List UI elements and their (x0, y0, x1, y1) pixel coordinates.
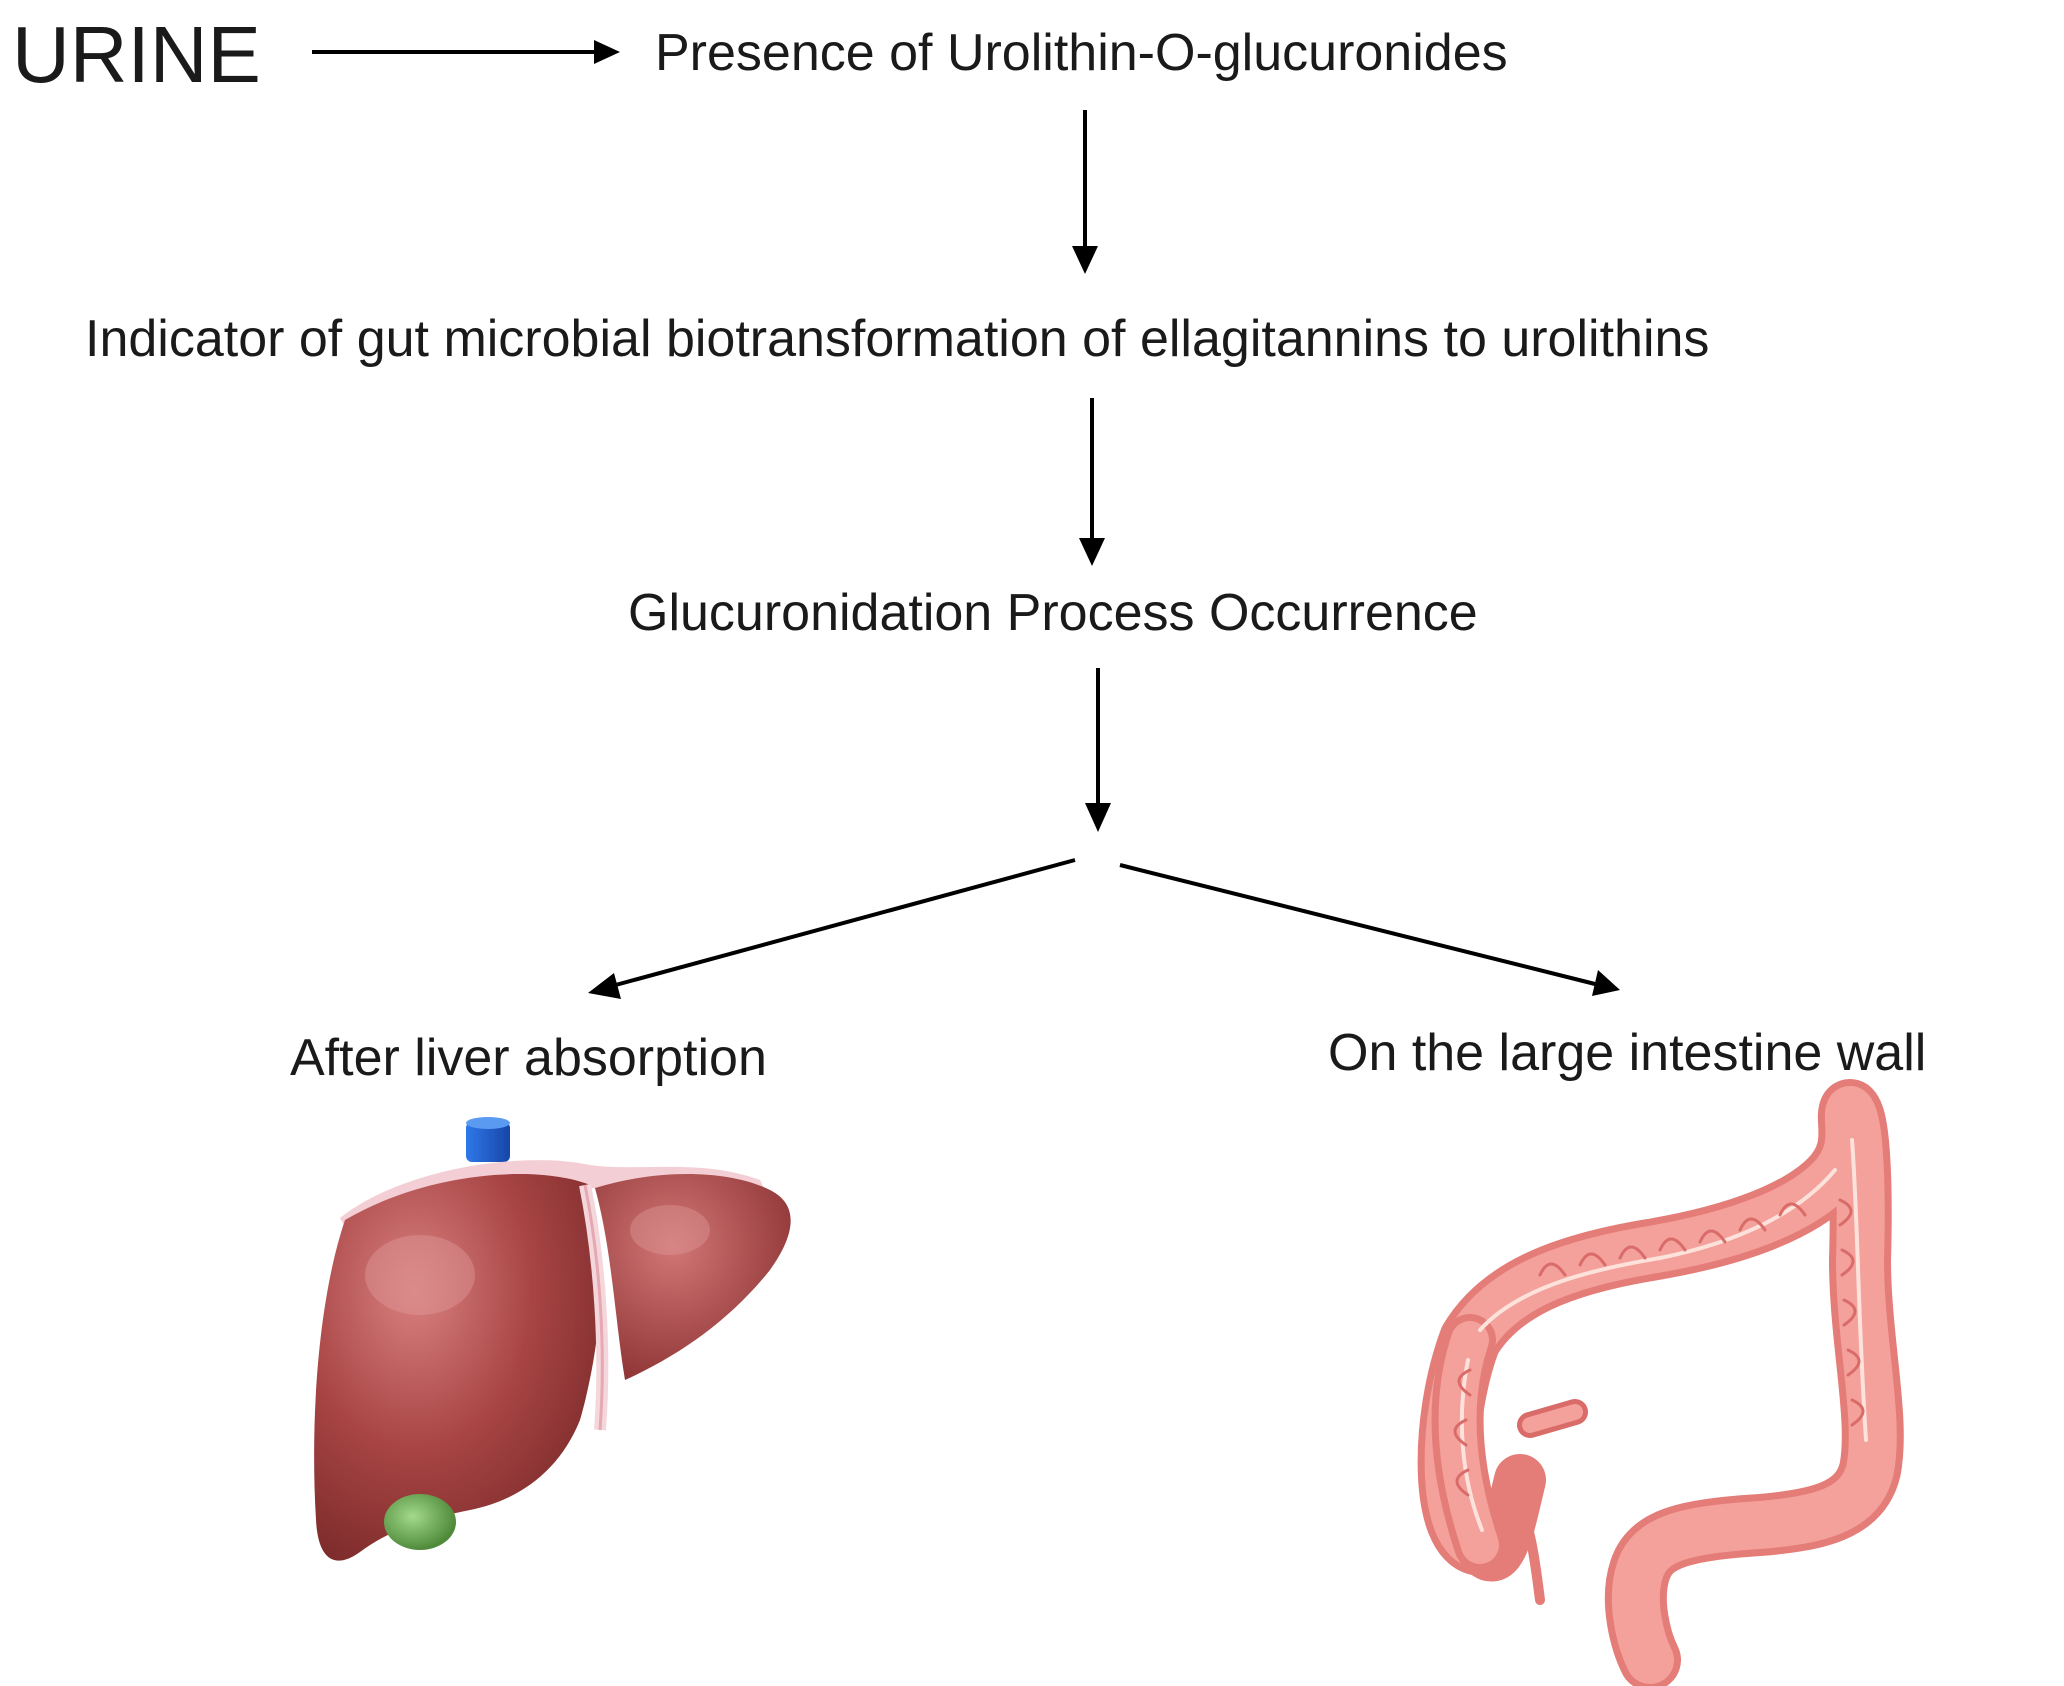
presence-node: Presence of Urolithin-O-glucuronides (655, 24, 1508, 82)
arrow-urine-to-presence (312, 40, 620, 64)
liver-node: After liver absorption (290, 1029, 767, 1087)
arrow-glucuronidation-to-split (1085, 668, 1111, 832)
indicator-node: Indicator of gut microbial biotransforma… (85, 310, 1709, 368)
large-intestine-icon (1417, 1079, 1904, 1686)
intestine-node: On the large intestine wall (1328, 1024, 1926, 1082)
glucuronidation-node: Glucuronidation Process Occurrence (628, 584, 1478, 642)
arrow-split-to-intestine (1119, 863, 1620, 996)
urine-label: URINE (12, 10, 261, 99)
arrow-indicator-to-glucuronidation (1079, 398, 1105, 566)
arrow-presence-to-indicator (1072, 110, 1098, 274)
arrow-split-to-liver (588, 858, 1076, 999)
liver-icon (314, 1117, 791, 1561)
